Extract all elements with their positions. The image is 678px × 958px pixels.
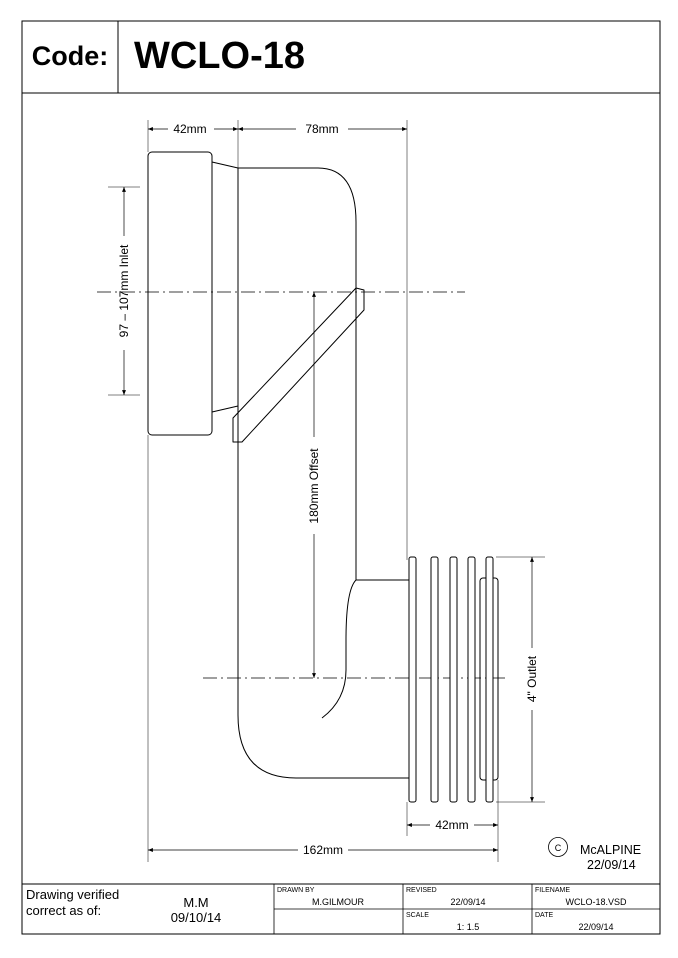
dimension-labels: 42mm 78mm 97 – 107mm Inlet 180mm Offset …	[117, 122, 539, 857]
inlet-collar	[147, 151, 213, 436]
header: Code: WCLO-18	[22, 21, 660, 94]
verifier-initials: M.M	[183, 895, 208, 910]
scale-value: 1: 1.5	[457, 922, 480, 932]
maker-name: McALPINE	[580, 843, 641, 857]
upper-bend	[238, 167, 357, 580]
dim-top-left: 42mm	[173, 122, 206, 136]
revised-label: REVISED	[406, 887, 437, 894]
date-label: DATE	[535, 912, 553, 919]
revised-value: 22/09/14	[450, 897, 485, 907]
outlet-fins	[408, 556, 494, 803]
code-value: WCLO-18	[134, 35, 305, 77]
sheet-border	[21, 20, 661, 935]
center-lines	[97, 291, 505, 679]
scale-label: SCALE	[406, 912, 429, 919]
seal-flap	[232, 287, 365, 443]
filename-value: WCLO-18.VSD	[565, 897, 627, 907]
dimension-lines	[122, 127, 534, 852]
copyright-letter: C	[555, 843, 562, 853]
code-label: Code:	[32, 41, 109, 71]
copyright-icon	[548, 837, 568, 857]
dim-outlet-width: 42mm	[435, 818, 468, 832]
filename-label: FILENAME	[535, 887, 570, 894]
date-value: 22/09/14	[578, 922, 613, 932]
extension-lines	[108, 120, 545, 862]
pan-connector	[147, 151, 499, 781]
maker-date: 22/09/14	[587, 858, 636, 872]
title-block: Drawing verified correct as of: M.M 09/1…	[22, 883, 660, 934]
drawn-by-value: M.GILMOUR	[312, 897, 365, 907]
drawn-by-label: DRAWN BY	[277, 887, 315, 894]
verified-date: 09/10/14	[171, 910, 222, 925]
lower-bend	[237, 714, 410, 779]
verified-label-2: correct as of:	[26, 903, 101, 918]
dim-overall-width: 162mm	[303, 843, 343, 857]
dim-outlet: 4" Outlet	[525, 655, 539, 702]
dim-inlet: 97 – 107mm Inlet	[117, 244, 131, 337]
maker-mark: C McALPINE 22/09/14	[548, 837, 641, 872]
verified-label-1: Drawing verified	[26, 887, 119, 902]
dim-offset: 180mm Offset	[307, 448, 321, 524]
dim-top-right: 78mm	[305, 122, 338, 136]
